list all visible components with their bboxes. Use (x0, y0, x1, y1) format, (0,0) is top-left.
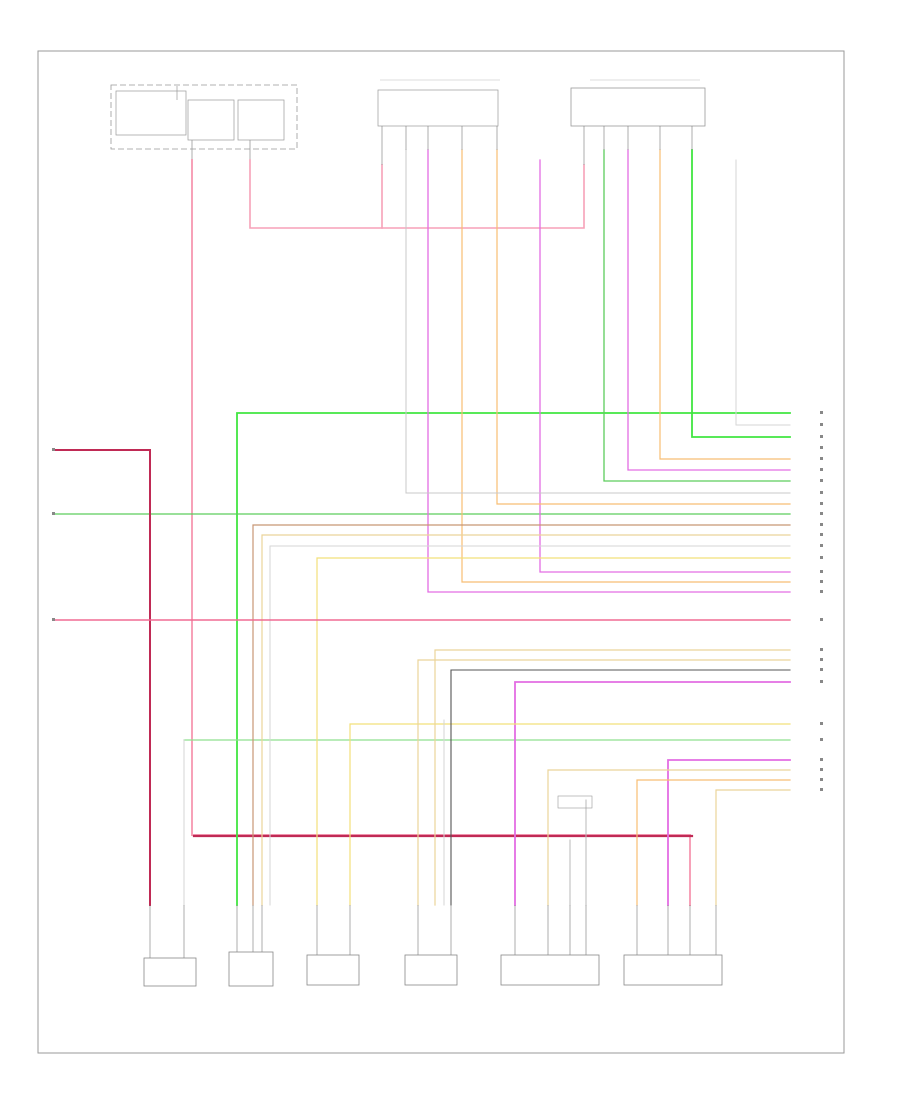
wire-gray-3 (269, 545, 791, 906)
wire-tan-1 (252, 524, 791, 906)
component-6 (623, 954, 723, 986)
wire-dkred-left (54, 449, 151, 906)
wire-pink-main (191, 159, 691, 906)
bottom-components (143, 951, 723, 987)
wire-pink-splice (249, 159, 585, 229)
wire-tan-2 (261, 534, 791, 906)
wire-yellow-2 (349, 723, 791, 906)
wire-gray-1 (405, 149, 791, 494)
wire-yellow-1 (316, 557, 791, 906)
component-1 (143, 957, 197, 987)
wire-orange-4 (636, 779, 791, 906)
wire-orange-2 (461, 149, 791, 583)
wire-violet-2 (427, 149, 791, 593)
wire-violet-3 (539, 159, 791, 573)
component-3 (306, 954, 360, 986)
wire-tan-3 (417, 659, 791, 906)
wires (54, 149, 791, 906)
fuse-block (110, 84, 298, 160)
component-5 (500, 954, 600, 986)
connector-block-left (377, 79, 500, 127)
wire-green-3 (603, 149, 791, 482)
bottom-pins (149, 905, 717, 958)
connector-block-right (570, 79, 706, 127)
diagram-frame (37, 50, 845, 1054)
wire-violet-4 (514, 681, 791, 906)
wire-violet-1 (627, 149, 791, 471)
wire-orange-3 (496, 149, 791, 505)
wire-tan-5 (547, 769, 791, 906)
wire-gray-2 (735, 159, 791, 426)
terminal-column (820, 411, 823, 791)
wire-tan-4 (434, 649, 791, 906)
wire-green-1 (236, 412, 791, 906)
component-2 (228, 951, 274, 987)
component-4 (404, 954, 458, 986)
wire-tan-6 (715, 789, 791, 906)
wire-green-2 (691, 149, 791, 438)
wire-orange-1 (659, 149, 791, 460)
splice-box (557, 795, 593, 809)
wire-violet-5 (667, 759, 791, 906)
wire-black-1 (450, 669, 791, 906)
left-terminals (52, 448, 55, 621)
top-pins (381, 126, 693, 165)
